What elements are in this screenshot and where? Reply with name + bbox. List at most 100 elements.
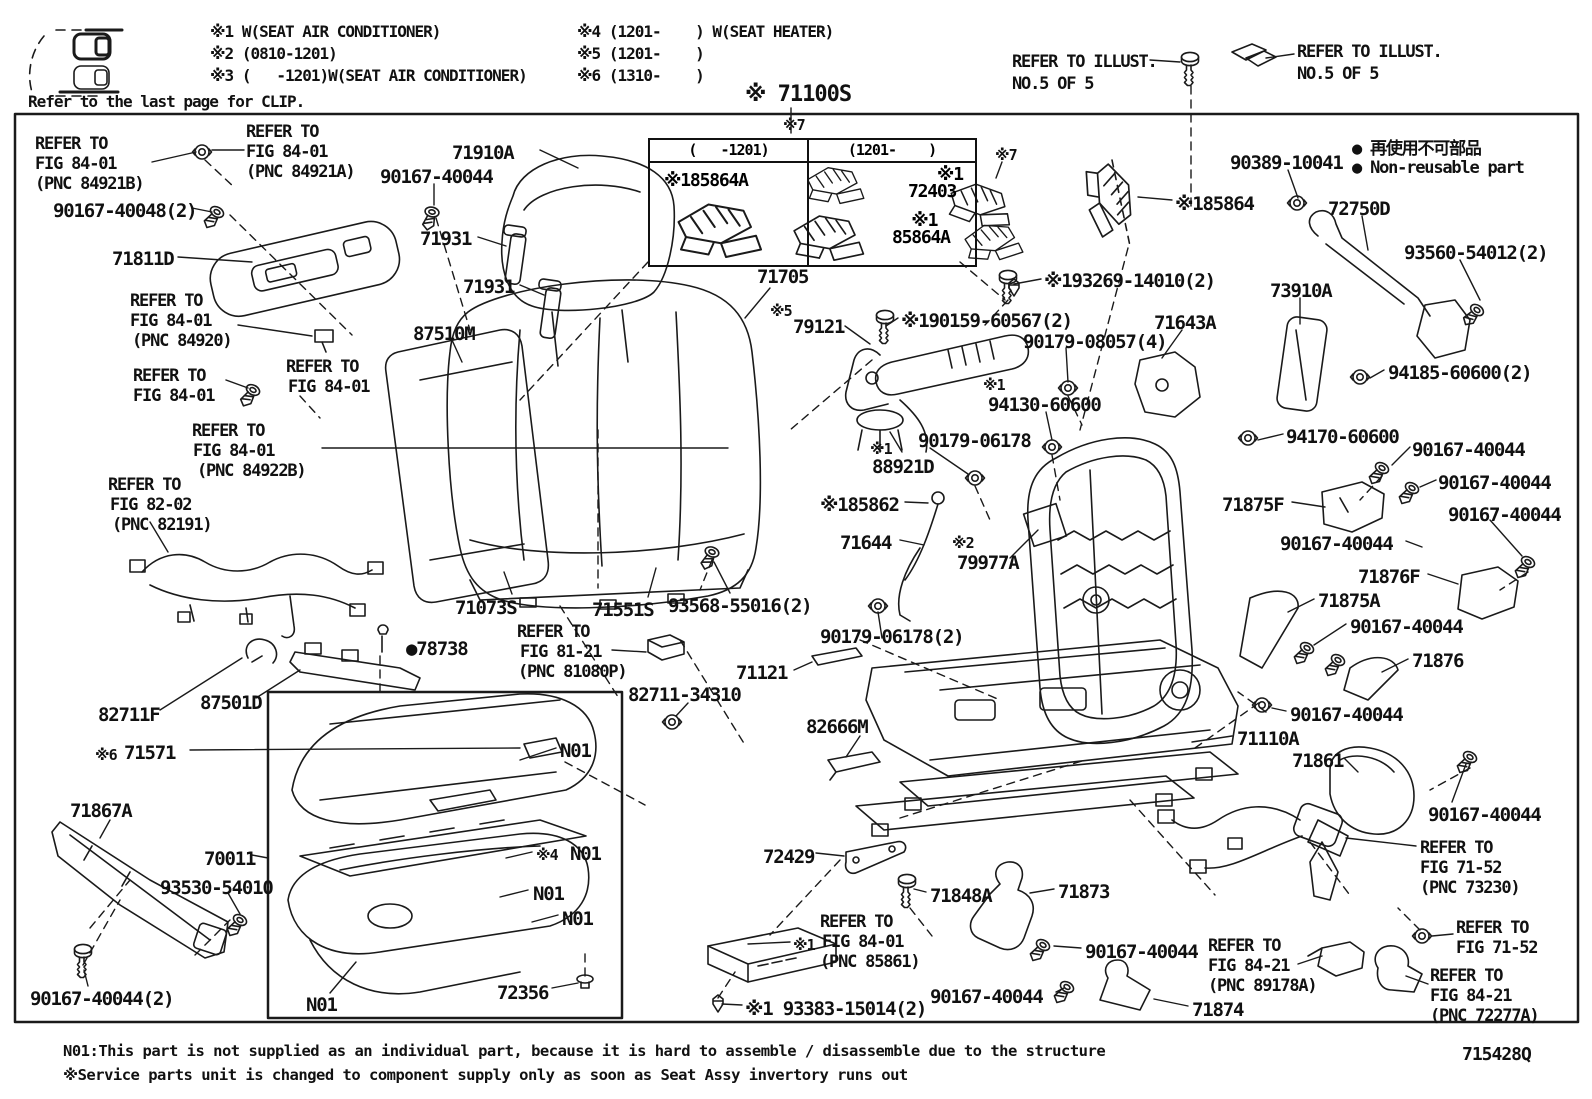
part-label-referto: REFER TO <box>192 421 265 441</box>
variant-table: ( -1201) (1201- ) ※185864A ※1 72403 ※1 8… <box>648 138 977 267</box>
part-label-pnc84921a: (PNC 84921A) <box>246 162 356 182</box>
assembly-dashes <box>82 85 1529 999</box>
part-label-7: ※7 <box>995 146 1018 164</box>
seatback-cover-art <box>446 279 762 610</box>
part-label-pnc84920: (PNC 84920) <box>132 331 233 351</box>
legend-item-1: ※1 W(SEAT AIR CONDITIONER) <box>210 22 441 41</box>
part-label-71643a: 71643A <box>1154 312 1217 334</box>
part-label-71910a: 71910A <box>452 142 515 164</box>
part-label-71121: 71121 <box>736 662 788 684</box>
heater-mat-art <box>299 819 587 877</box>
part-label-71705: 71705 <box>757 266 809 288</box>
wire-harness-art <box>129 553 384 639</box>
part-label-pnc72277a: (PNC 72277A) <box>1430 1006 1540 1026</box>
recliner-motor-art <box>844 334 1030 453</box>
part-label-90167400482: 90167-40048(2) <box>53 200 198 222</box>
lower-shield-art <box>51 821 229 959</box>
part-label-72429: 72429 <box>763 846 815 868</box>
variant-col1-header: ( -1201) <box>650 140 809 161</box>
part-label-9016740044: 90167-40044 <box>1412 439 1526 461</box>
part-label-190159605672: ※190159-60567(2) <box>901 310 1073 332</box>
clip-and-rod-art <box>245 638 421 691</box>
part-label-71931: 71931 <box>463 276 515 298</box>
part-label-9016740044: 90167-40044 <box>1280 533 1394 555</box>
part-label-90179061782: 90179-06178(2) <box>820 626 965 648</box>
variant-part-72403: ※1 72403 <box>908 164 964 202</box>
part-label-93568550162: 93568-55016(2) <box>668 595 813 617</box>
part-label-193383150142: ※1 93383-15014(2) <box>745 998 927 1020</box>
part-label-referto: REFER TO <box>35 134 108 154</box>
part-label-82711f: 82711F <box>98 704 161 726</box>
headrest-art <box>500 154 676 367</box>
part-label-87510m: 87510M <box>413 323 476 345</box>
part-label-pnc81080p: (PNC 81080P) <box>518 662 628 682</box>
part-label-fig8401: FIG 84-01 <box>822 932 905 952</box>
part-label-fig8401: FIG 84-01 <box>288 377 371 397</box>
part-label-9016740044: 90167-40044 <box>1290 704 1404 726</box>
part-label-9017906178: 90179-06178 <box>918 430 1032 452</box>
part-label-82666m: 82666M <box>806 716 869 738</box>
part-label-1: ※1 <box>870 440 893 458</box>
part-label-71875a: 71875A <box>1318 590 1381 612</box>
bottom-right-sensors-art <box>1307 941 1423 993</box>
part-label-79121: 79121 <box>793 316 845 338</box>
part-label-pnc84921b: (PNC 84921B) <box>35 174 145 194</box>
part-label-fig8202: FIG 82-02 <box>110 495 193 515</box>
part-label-185864: ※185864 <box>1175 193 1255 215</box>
part-label-referto: REFER TO <box>130 291 203 311</box>
part-label-pnc82191: (PNC 82191) <box>112 515 213 535</box>
part-label-71931: 71931 <box>420 228 472 250</box>
part-label-fig7152: FIG 71-52 <box>1420 858 1503 878</box>
part-label-referto: REFER TO <box>517 622 590 642</box>
part-label-n01: N01 <box>533 883 565 905</box>
part-label-93560540122: 93560-54012(2) <box>1404 242 1549 264</box>
leader-lines <box>83 53 1523 1007</box>
part-label-4: ※4 <box>536 846 559 864</box>
doc-number: 715428Q <box>1462 1044 1532 1065</box>
part-label-71875f: 71875F <box>1222 494 1285 516</box>
part-label-fig8421: FIG 84-21 <box>1430 986 1513 1006</box>
part-label-9016740044: 90167-40044 <box>1085 941 1199 963</box>
part-label-9016740044: 90167-40044 <box>1428 804 1542 826</box>
part-label-185862: ※185862 <box>820 494 900 516</box>
part-label-9016740044: 90167-40044 <box>1438 472 1552 494</box>
variant-part-185864a: ※185864A <box>664 170 749 191</box>
page-border <box>13 112 1580 1024</box>
part-label-9016740044: 90167-40044 <box>930 986 1044 1008</box>
cushion-box <box>266 690 624 1020</box>
nonreusable-note-jp: ● 再使用不可部品 <box>1352 139 1482 159</box>
part-label-87501d: 87501D <box>200 692 263 714</box>
part-label-9016740044: 90167-40044 <box>1448 504 1562 526</box>
bracket-arts <box>314 43 1519 1011</box>
part-label-88921d: 88921D <box>872 456 935 478</box>
part-label-90167400442: 90167-40044(2) <box>30 988 175 1010</box>
part-label-6: ※6 <box>95 746 118 764</box>
part-label-n01: N01 <box>570 843 602 865</box>
part-label-71551s: 71551S <box>592 599 655 621</box>
part-label-referto: REFER TO <box>108 475 181 495</box>
part-label-71867a: 71867A <box>70 800 133 822</box>
assembly-number-label: ※ 71100S <box>745 82 852 107</box>
part-label-n01: N01 <box>560 740 592 762</box>
seatback-frame-art <box>1026 159 1194 745</box>
part-label-71873: 71873 <box>1058 881 1110 903</box>
part-label-referto: REFER TO <box>133 366 206 386</box>
part-label-90179080574: 90179-08057(4) <box>1023 331 1168 353</box>
part-label-fig7152: FIG 71-52 <box>1456 938 1539 958</box>
part-label-n01: N01 <box>562 908 594 930</box>
part-label-71876f: 71876F <box>1358 566 1421 588</box>
part-label-71571: 71571 <box>124 742 176 764</box>
legend-item-6: ※6 (1310- ) <box>577 66 705 85</box>
part-label-fig8421: FIG 84-21 <box>1208 956 1291 976</box>
part-label-9417060600: 94170-60600 <box>1286 426 1400 448</box>
part-label-fig8401: FIG 84-01 <box>246 142 329 162</box>
footnote-service: ※Service parts unit is changed to compon… <box>63 1066 908 1084</box>
part-label-73910a: 73910A <box>1270 280 1333 302</box>
illust-ref-right-line2: NO.5 OF 5 <box>1297 64 1380 84</box>
part-label-7: ※7 <box>783 116 806 134</box>
cushion-pad-art <box>287 832 590 995</box>
cushion-frame-art <box>855 639 1239 837</box>
part-label-referto: REFER TO <box>286 357 359 377</box>
